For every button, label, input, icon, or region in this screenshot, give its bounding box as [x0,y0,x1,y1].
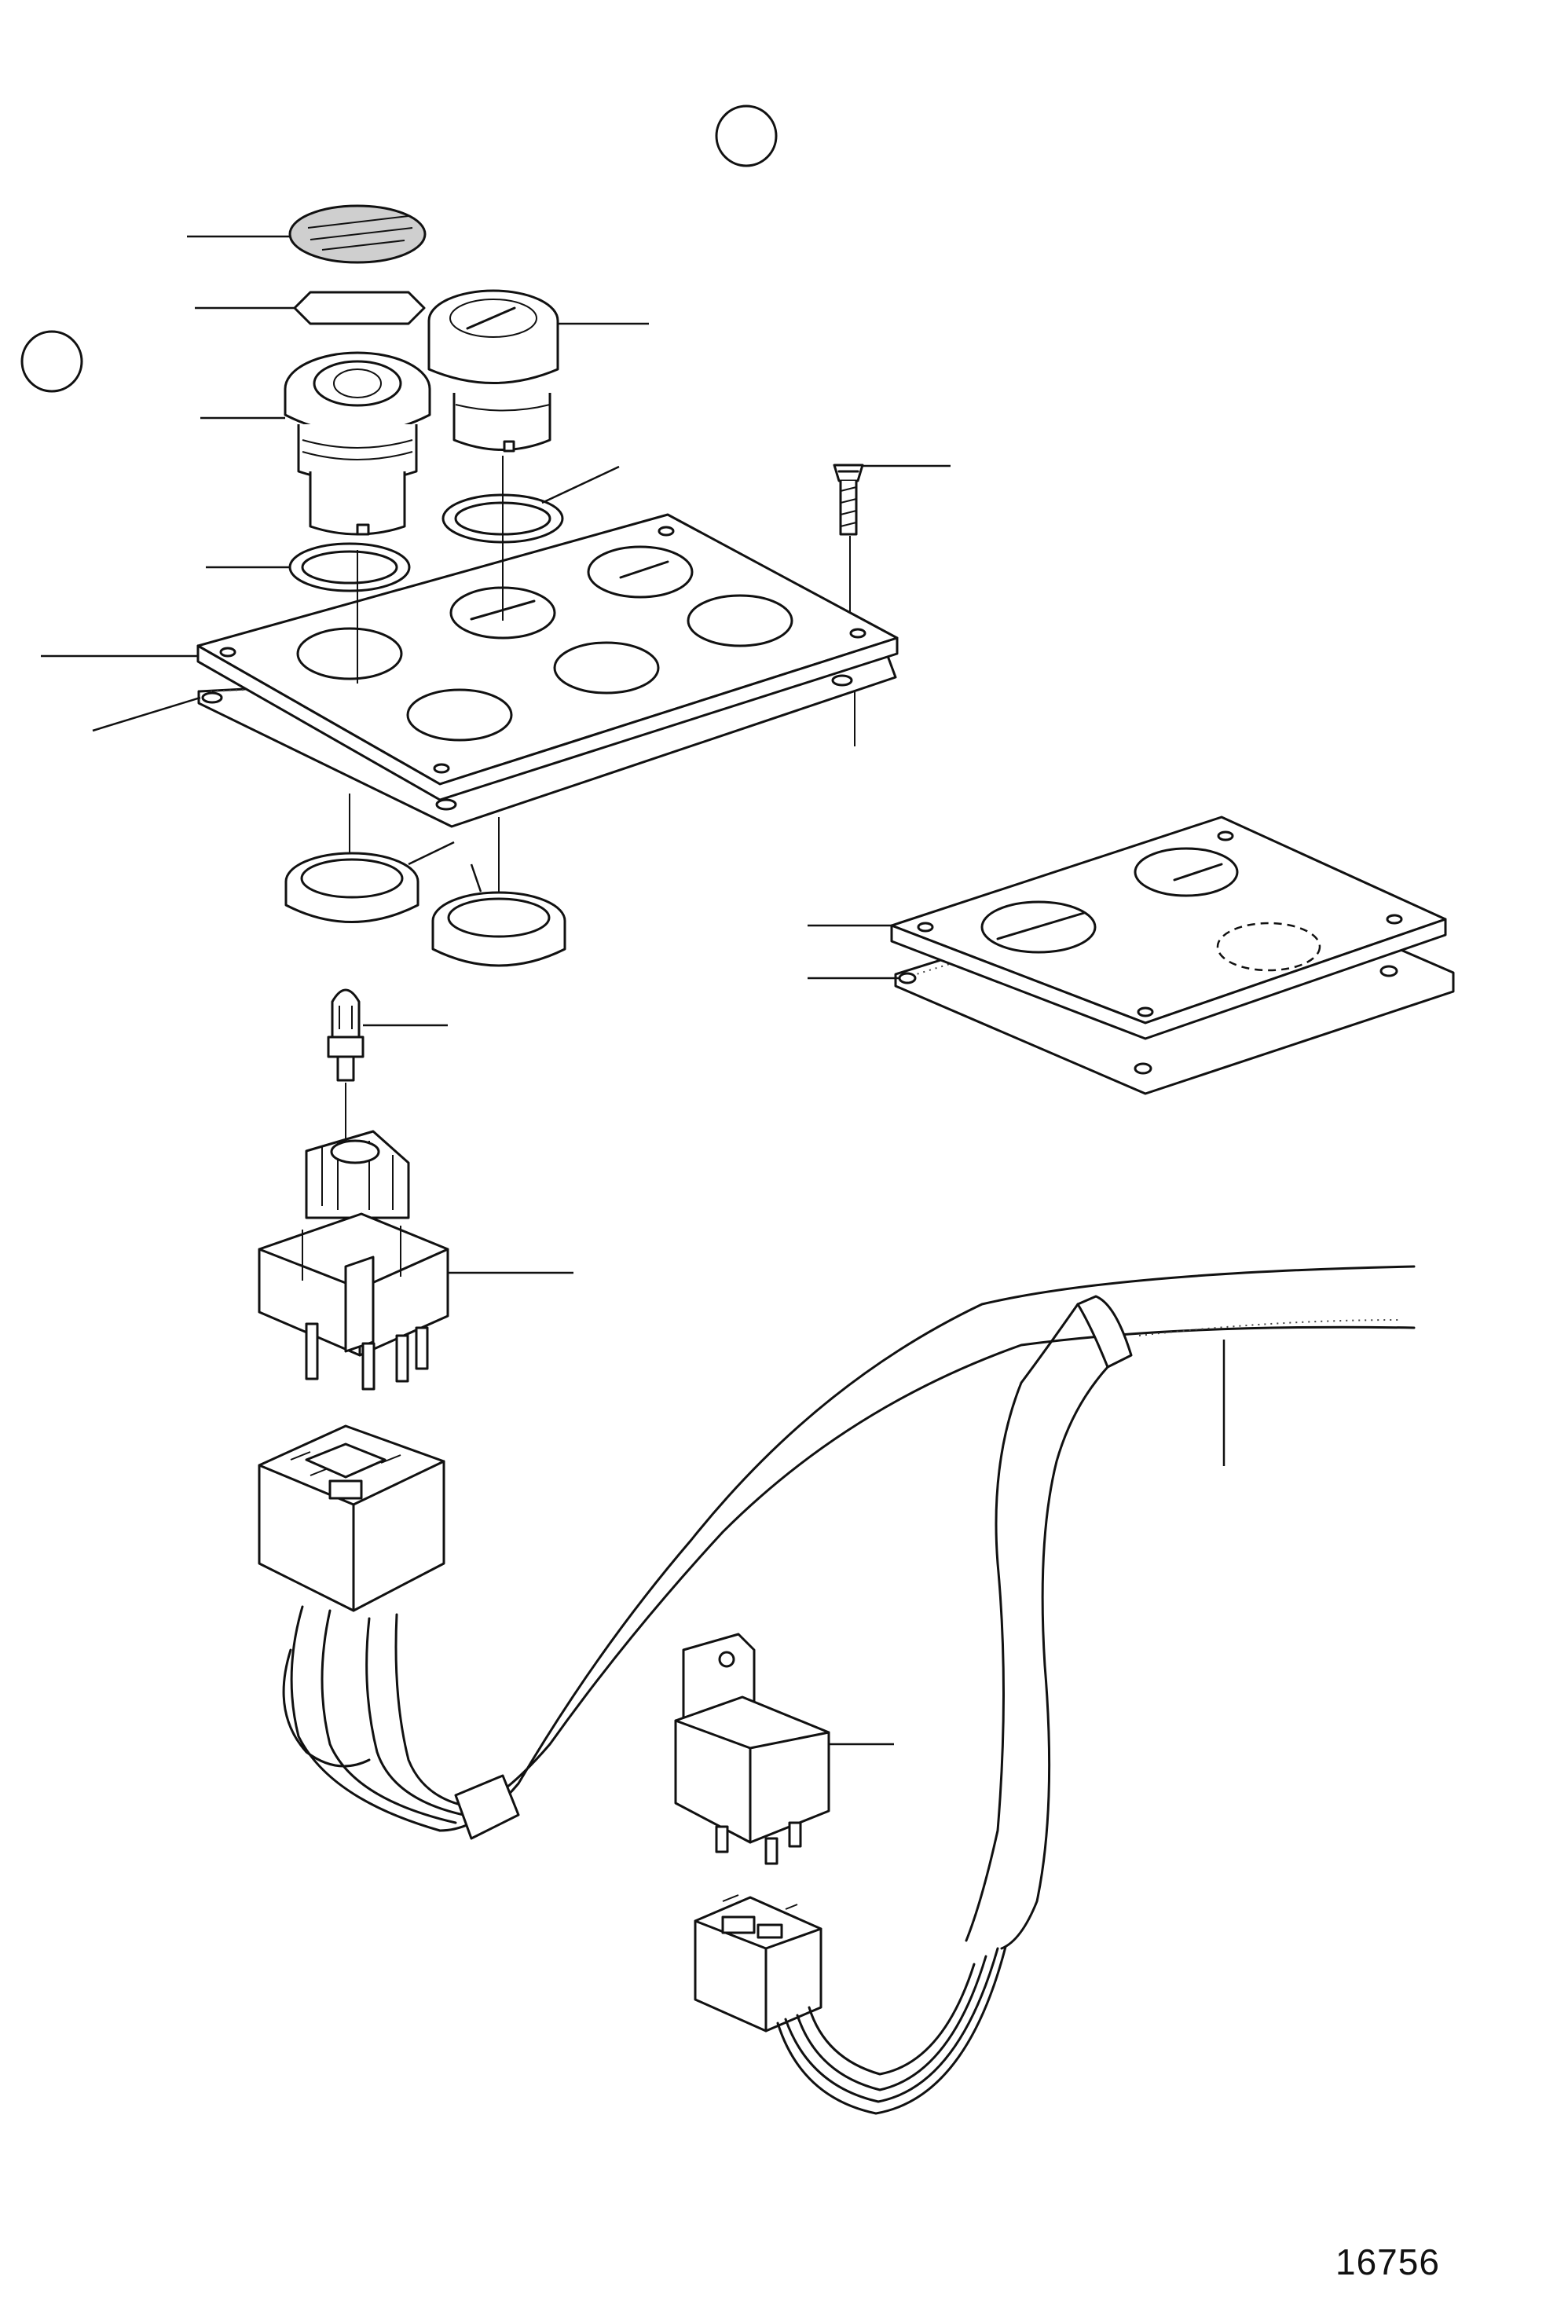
lens-cap [288,204,427,264]
wiring-harness [438,1265,1416,1950]
figure-number: 16756 [1335,2242,1440,2282]
relay-socket-large [258,1424,445,1612]
socket-wires [282,1605,473,1832]
lock-nut-right [431,891,566,967]
sealing-ring-left [288,542,411,592]
bulb [327,988,365,1082]
leader-sealing-ring-right [541,465,620,504]
leader-lock-nut-left [408,841,455,866]
lock-nut-left [284,852,419,923]
reference-circle-left [20,330,83,393]
reference-circle-top [715,104,778,167]
instrument-panel-large [196,513,899,801]
relay [674,1633,830,1865]
switch-body [258,1130,449,1391]
indicator-lamp-housing [284,351,431,536]
relay-socket-small [694,1894,822,2033]
leader-lock-nut-right [470,863,482,893]
instrument-panel-small [890,816,1447,1040]
mounting-screw [833,464,864,536]
key-switch-housing [427,289,559,453]
relay-wires [776,1945,1007,2115]
leader-gasket-large [92,696,201,732]
lens-retainer-ring [293,291,426,325]
